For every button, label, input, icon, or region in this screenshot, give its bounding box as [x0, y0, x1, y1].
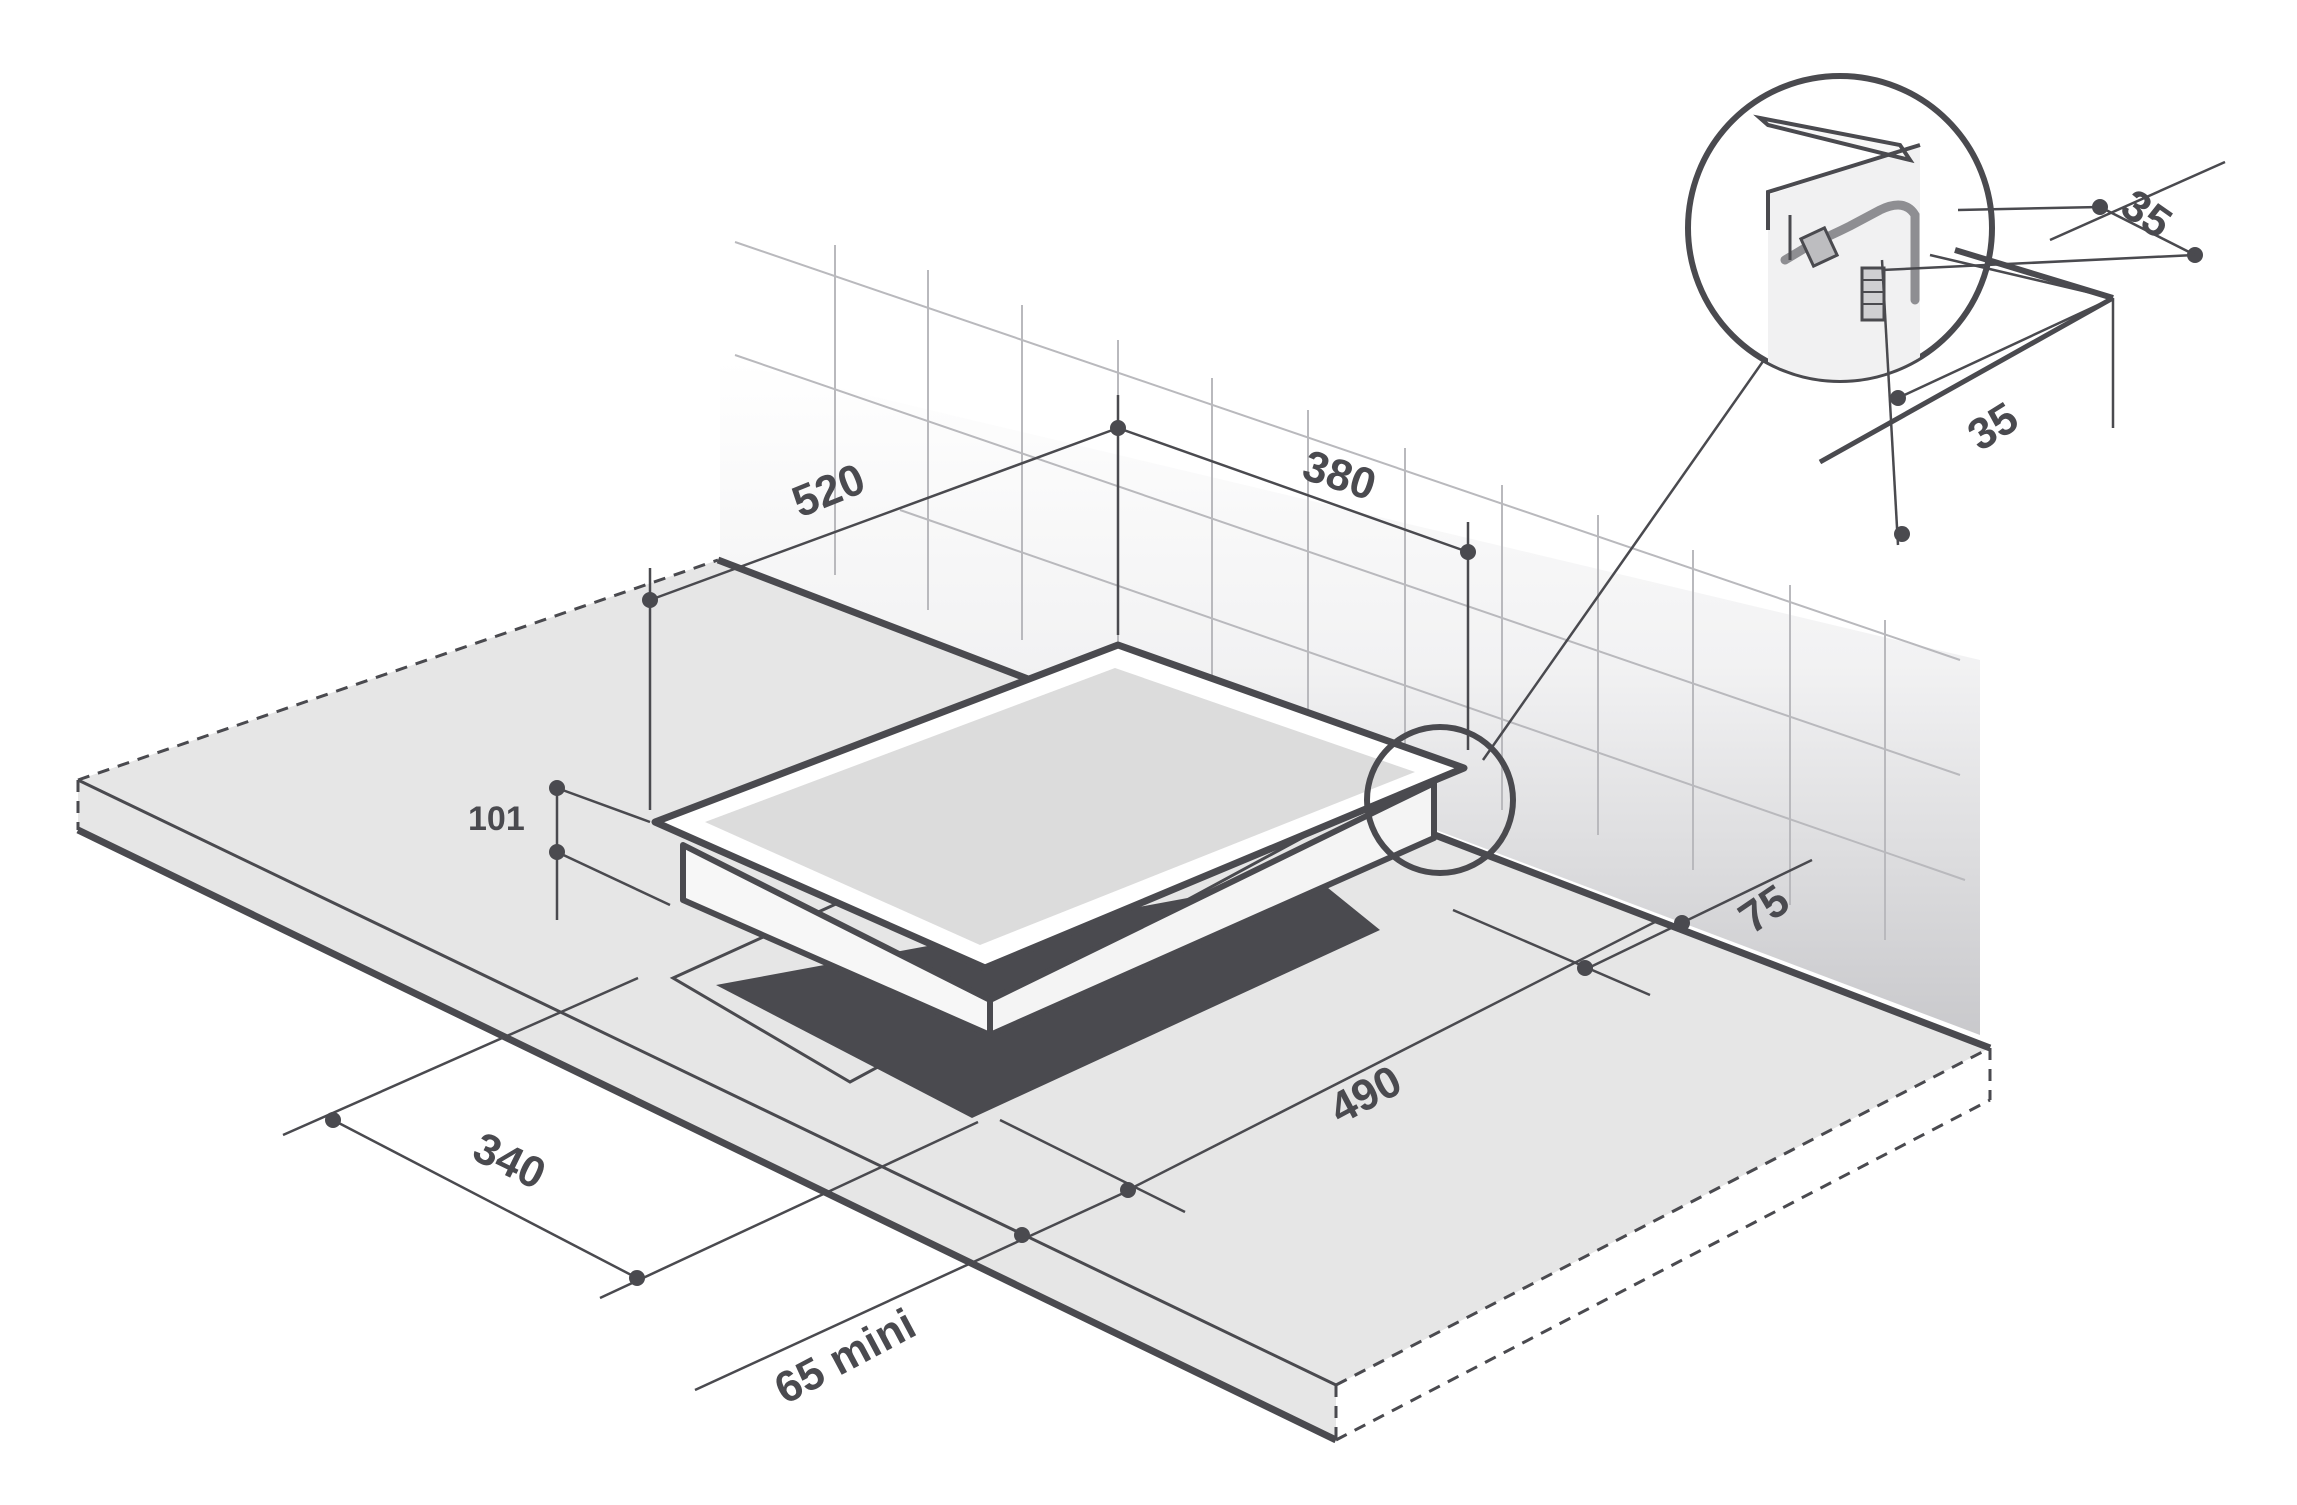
detail-counter-top — [1753, 114, 1915, 164]
pipe-thread-icon — [1860, 266, 1886, 322]
label-detail-35-side: 35 — [1959, 393, 2026, 460]
detail-target-circle — [1364, 724, 1516, 876]
label-detail-35-top: 35 — [2112, 180, 2180, 248]
wall-tile-grid — [734, 241, 1966, 940]
label-cutout-340: 340 — [466, 1123, 553, 1199]
label-height-101: 101 — [468, 800, 525, 838]
label-edge-65: 65 mini — [767, 1299, 924, 1413]
pipe-fitting-icon — [1798, 225, 1840, 269]
countertop-front-edge — [78, 780, 1336, 1440]
hob-body-side — [987, 780, 1437, 1038]
hob — [651, 641, 1468, 1038]
label-width-380: 380 — [1297, 441, 1382, 510]
wall — [720, 241, 1980, 1035]
connection-detail — [1364, 73, 2226, 876]
hob-glass-inner — [705, 668, 1415, 945]
wall-surface — [720, 360, 1980, 1035]
